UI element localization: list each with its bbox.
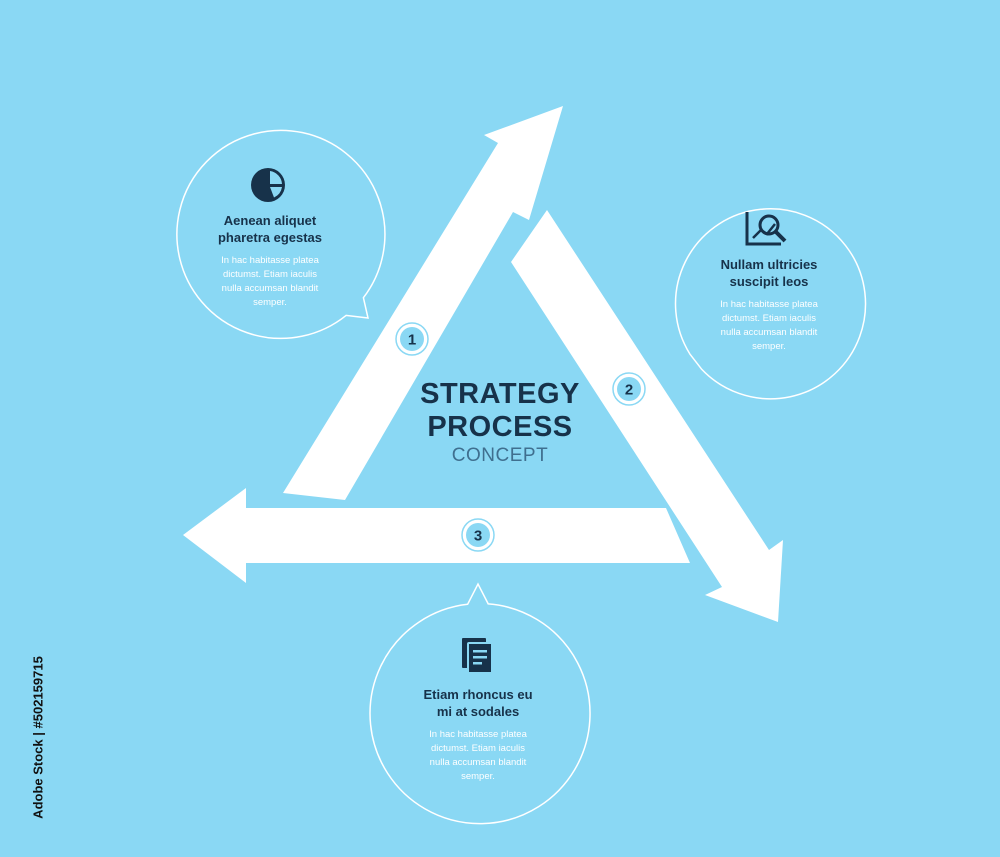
- arrow-step-3: [183, 488, 690, 583]
- arrow-step-2: [511, 210, 783, 622]
- center-title: STRATEGY PROCESS CONCEPT: [350, 378, 650, 468]
- step-number-1: 1: [408, 332, 416, 349]
- center-title-line-1: STRATEGY: [420, 378, 580, 410]
- documents-icon: [462, 638, 493, 674]
- step-3-body: In hac habitasse platea dictumst. Etiam …: [429, 729, 527, 782]
- arrow-step-1: [283, 106, 563, 500]
- bubble-step-1: [176, 129, 386, 340]
- step-1-text: Aenean aliquet pharetra egestas In hac h…: [185, 212, 355, 310]
- center-title-line-3: CONCEPT: [451, 445, 549, 466]
- step-3-text: Etiam rhoncus eu mi at sodales In hac ha…: [393, 686, 563, 784]
- step-badge-1: 1: [395, 322, 429, 356]
- step-2-text: Nullam ultricies suscipit leos In hac ha…: [684, 256, 854, 354]
- center-title-line-2: PROCESS: [427, 411, 573, 443]
- step-number-3: 3: [474, 528, 482, 545]
- pie-chart-icon: [251, 168, 285, 202]
- step-2-title: Nullam ultricies suscipit leos: [720, 257, 818, 289]
- step-badge-3: 3: [461, 518, 495, 552]
- step-number-2: 2: [625, 382, 633, 399]
- step-2-body: In hac habitasse platea dictumst. Etiam …: [720, 299, 818, 352]
- side-stock-id: Adobe Stock | #502159715: [30, 656, 46, 819]
- bubble-step-3: [369, 582, 591, 825]
- step-1-title: Aenean aliquet pharetra egestas: [217, 213, 323, 245]
- bubble-step-2: [674, 208, 867, 400]
- step-3-title: Etiam rhoncus eu mi at sodales: [423, 687, 533, 719]
- step-badge-2: 2: [612, 372, 646, 406]
- magnifier-chart-icon: [745, 212, 787, 246]
- step-1-body: In hac habitasse platea dictumst. Etiam …: [221, 255, 319, 308]
